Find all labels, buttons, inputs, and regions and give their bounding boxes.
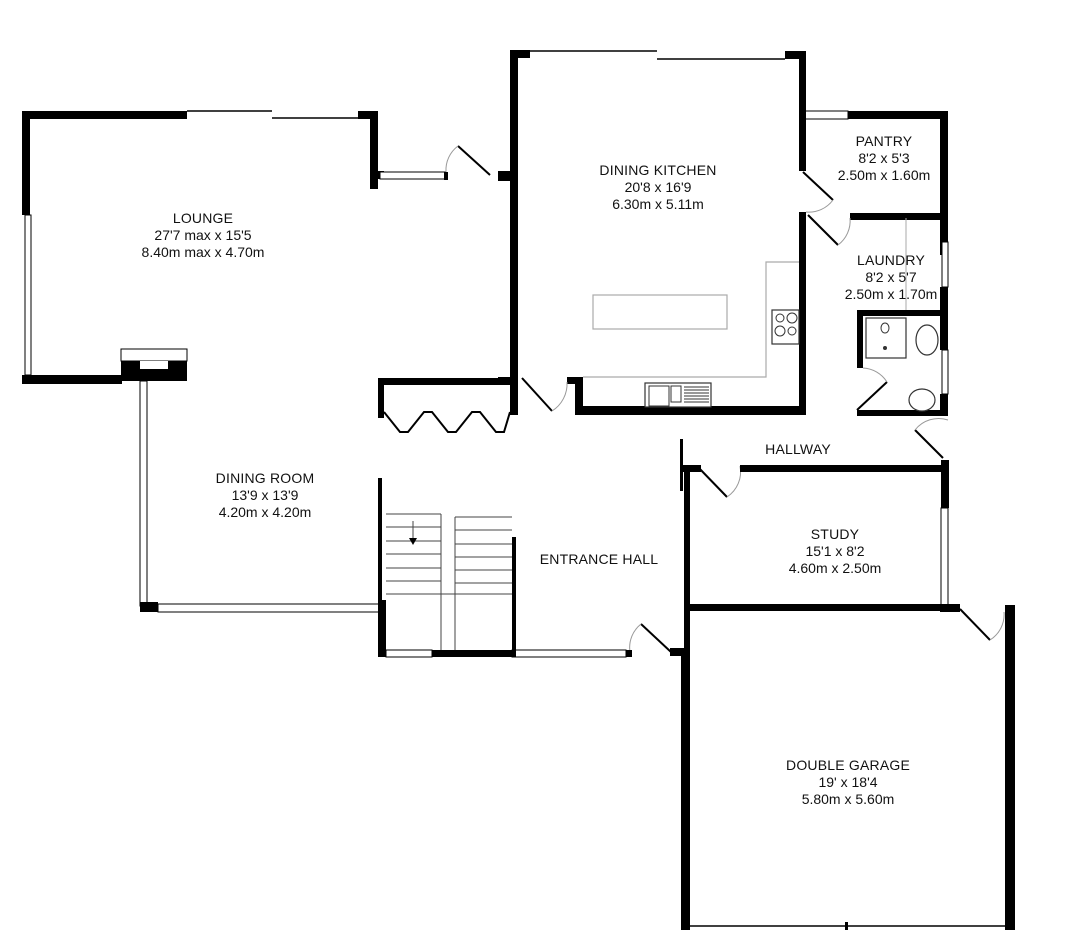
room-metric-size: 4.60m x 2.50m: [788, 560, 882, 576]
shower-icon: [865, 317, 907, 359]
room-label-dining-room: DINING ROOM 13'9 x 13'9 4.20m x 4.20m: [216, 470, 315, 521]
room-metric-size: 6.30m x 5.11m: [612, 196, 704, 212]
room-label-hallway: HALLWAY: [765, 441, 831, 458]
room-name: LOUNGE: [172, 210, 234, 226]
kitchen-west-wall: [510, 50, 518, 415]
kitchen-walls: [498, 50, 946, 415]
room-name: LAUNDRY: [856, 252, 926, 268]
room-imperial-size: 15'1 x 8'2: [805, 543, 865, 559]
room-label-entrance-hall: ENTRANCE HALL: [540, 551, 659, 568]
stair-direction-arrow-icon: [409, 538, 417, 545]
room-metric-size: 2.50m x 1.70m: [844, 286, 938, 302]
staircase-icon: [386, 513, 512, 650]
room-imperial-size: 20'8 x 16'9: [624, 179, 692, 195]
toilet-icon: [915, 324, 939, 356]
room-name: HALLWAY: [765, 441, 831, 457]
room-name: PANTRY: [855, 133, 913, 149]
room-label-lounge: LOUNGE 27'7 max x 15'5 8.40m max x 4.70m: [142, 210, 265, 261]
room-name: DINING ROOM: [215, 470, 315, 486]
room-label-pantry: PANTRY 8'2 x 5'3 2.50m x 1.60m: [838, 133, 931, 184]
room-imperial-size: 8'2 x 5'3: [858, 150, 910, 166]
room-label-dining-kitchen: DINING KITCHEN 20'8 x 16'9 6.30m x 5.11m: [599, 162, 716, 213]
room-metric-size: 2.50m x 1.60m: [837, 167, 931, 183]
dining-entrance-walls: [139, 378, 632, 658]
room-label-double-garage: DOUBLE GARAGE 19' x 18'4 5.80m x 5.60m: [786, 757, 910, 808]
lounge-walls: [22, 110, 491, 384]
room-name: ENTRANCE HALL: [539, 551, 659, 567]
room-name: DINING KITCHEN: [599, 162, 717, 178]
room-label-study: STUDY 15'1 x 8'2 4.60m x 2.50m: [789, 526, 882, 577]
basin-icon: [908, 388, 936, 412]
room-name: DOUBLE GARAGE: [786, 757, 910, 773]
room-imperial-size: 13'9 x 13'9: [231, 487, 299, 503]
room-imperial-size: 27'7 max x 15'5: [154, 227, 252, 243]
room-metric-size: 4.20m x 4.20m: [218, 504, 312, 520]
hallway-walls: [680, 418, 949, 491]
room-name: STUDY: [810, 526, 860, 542]
wall-stub: [498, 171, 518, 181]
kitchen-fixtures: [583, 261, 800, 408]
hob-icon: [771, 309, 800, 345]
room-label-laundry: LAUNDRY 8'2 x 5'7 2.50m x 1.70m: [845, 252, 938, 303]
pantry-laundry-walls: [807, 111, 949, 416]
garage-walls: [629, 605, 1015, 930]
room-metric-size: 5.80m x 5.60m: [801, 791, 895, 807]
room-metric-size: 8.40m max x 4.70m: [141, 244, 265, 260]
room-imperial-size: 19' x 18'4: [818, 774, 878, 790]
room-imperial-size: 8'2 x 5'7: [865, 269, 917, 285]
kitchen-island: [592, 294, 728, 330]
